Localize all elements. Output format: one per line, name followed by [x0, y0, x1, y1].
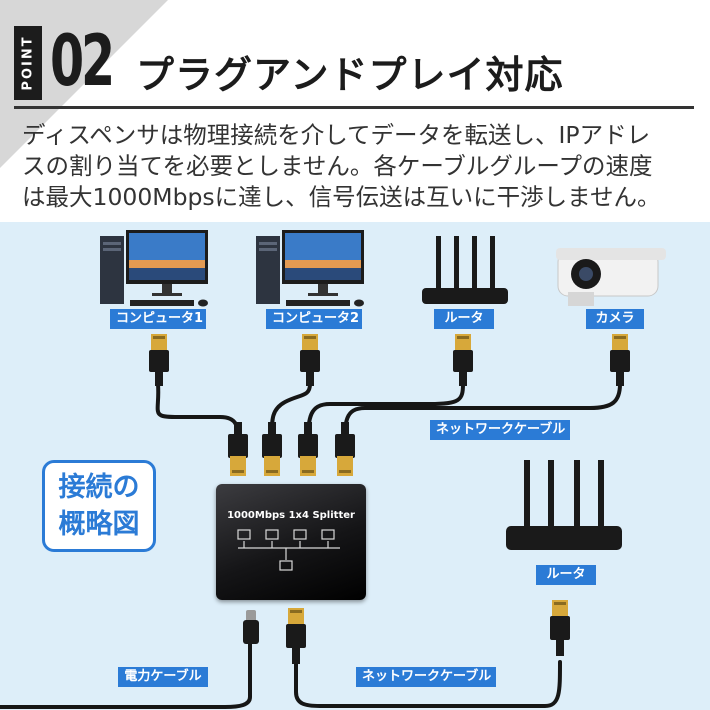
- label-router-right: ルータ: [536, 565, 596, 585]
- section-header: POINT 02 プラグアンドプレイ対応: [14, 20, 694, 110]
- concept-box: 接続の 概略図: [42, 460, 156, 552]
- concept-line: 接続の: [58, 472, 140, 503]
- concept-line: 概略図: [58, 509, 140, 540]
- rj45-plug-icon: [149, 334, 169, 386]
- label-network-cable-top: ネットワークケーブル: [430, 420, 570, 440]
- description: ディスペンサは物理接続を介してデータを転送し、IPアドレ スの割り当てを必要とし…: [22, 120, 692, 213]
- pc-tower-icon: [100, 230, 208, 307]
- label-network-cable-bottom: ネットワークケーブル: [356, 667, 496, 687]
- rj45-plug-icon: [453, 334, 473, 386]
- rj45-plug-icon: [550, 600, 570, 656]
- camera-icon: [556, 248, 666, 306]
- router-icon: [506, 460, 622, 550]
- connection-diagram: コンピュータ1 コンピュータ2 ルータ: [0, 222, 710, 710]
- usb-c-plug-icon: [243, 610, 259, 644]
- security-camera: [556, 244, 668, 308]
- rj45-plug-icon: [228, 422, 248, 476]
- network-node-icon: [237, 529, 340, 571]
- cable-paths: [0, 382, 622, 709]
- computer-2: [256, 230, 371, 310]
- point-badge: POINT: [14, 26, 42, 100]
- label-power-cable: 電力ケーブル: [118, 667, 208, 687]
- description-line: スの割り当てを必要としません。各ケーブルグループの速度: [22, 152, 653, 180]
- splitter-label: 1000Mbps 1x4 Splitter: [227, 510, 355, 521]
- computer-1: [100, 230, 215, 310]
- rj45-plug-icon: [262, 422, 282, 476]
- pc-tower-icon: [256, 230, 364, 307]
- description-line: は最大1000Mbpsに達し、信号伝送は互いに干渉しません。: [22, 183, 661, 211]
- rj45-plug-icon: [286, 608, 306, 664]
- label-computer-1: コンピュータ1: [110, 309, 206, 329]
- label-camera: カメラ: [586, 309, 644, 329]
- router-icon: [422, 236, 508, 304]
- page-title: プラグアンドプレイ対応: [136, 53, 564, 97]
- point-label: POINT: [20, 35, 36, 91]
- section-number: 02: [50, 20, 115, 102]
- rj45-plug-icon: [610, 334, 630, 386]
- rj45-plug-icon: [298, 422, 318, 476]
- rj45-plug-icon: [300, 334, 320, 386]
- label-computer-2: コンピュータ2: [266, 309, 362, 329]
- description-line: ディスペンサは物理接続を介してデータを転送し、IPアドレ: [22, 121, 651, 149]
- router-right: [504, 458, 624, 558]
- rj45-plug-icon: [335, 422, 355, 476]
- header-divider: [14, 106, 694, 109]
- label-router-top: ルータ: [434, 309, 494, 329]
- router-top: [420, 234, 510, 306]
- network-splitter: 1000Mbps 1x4 Splitter: [216, 484, 366, 600]
